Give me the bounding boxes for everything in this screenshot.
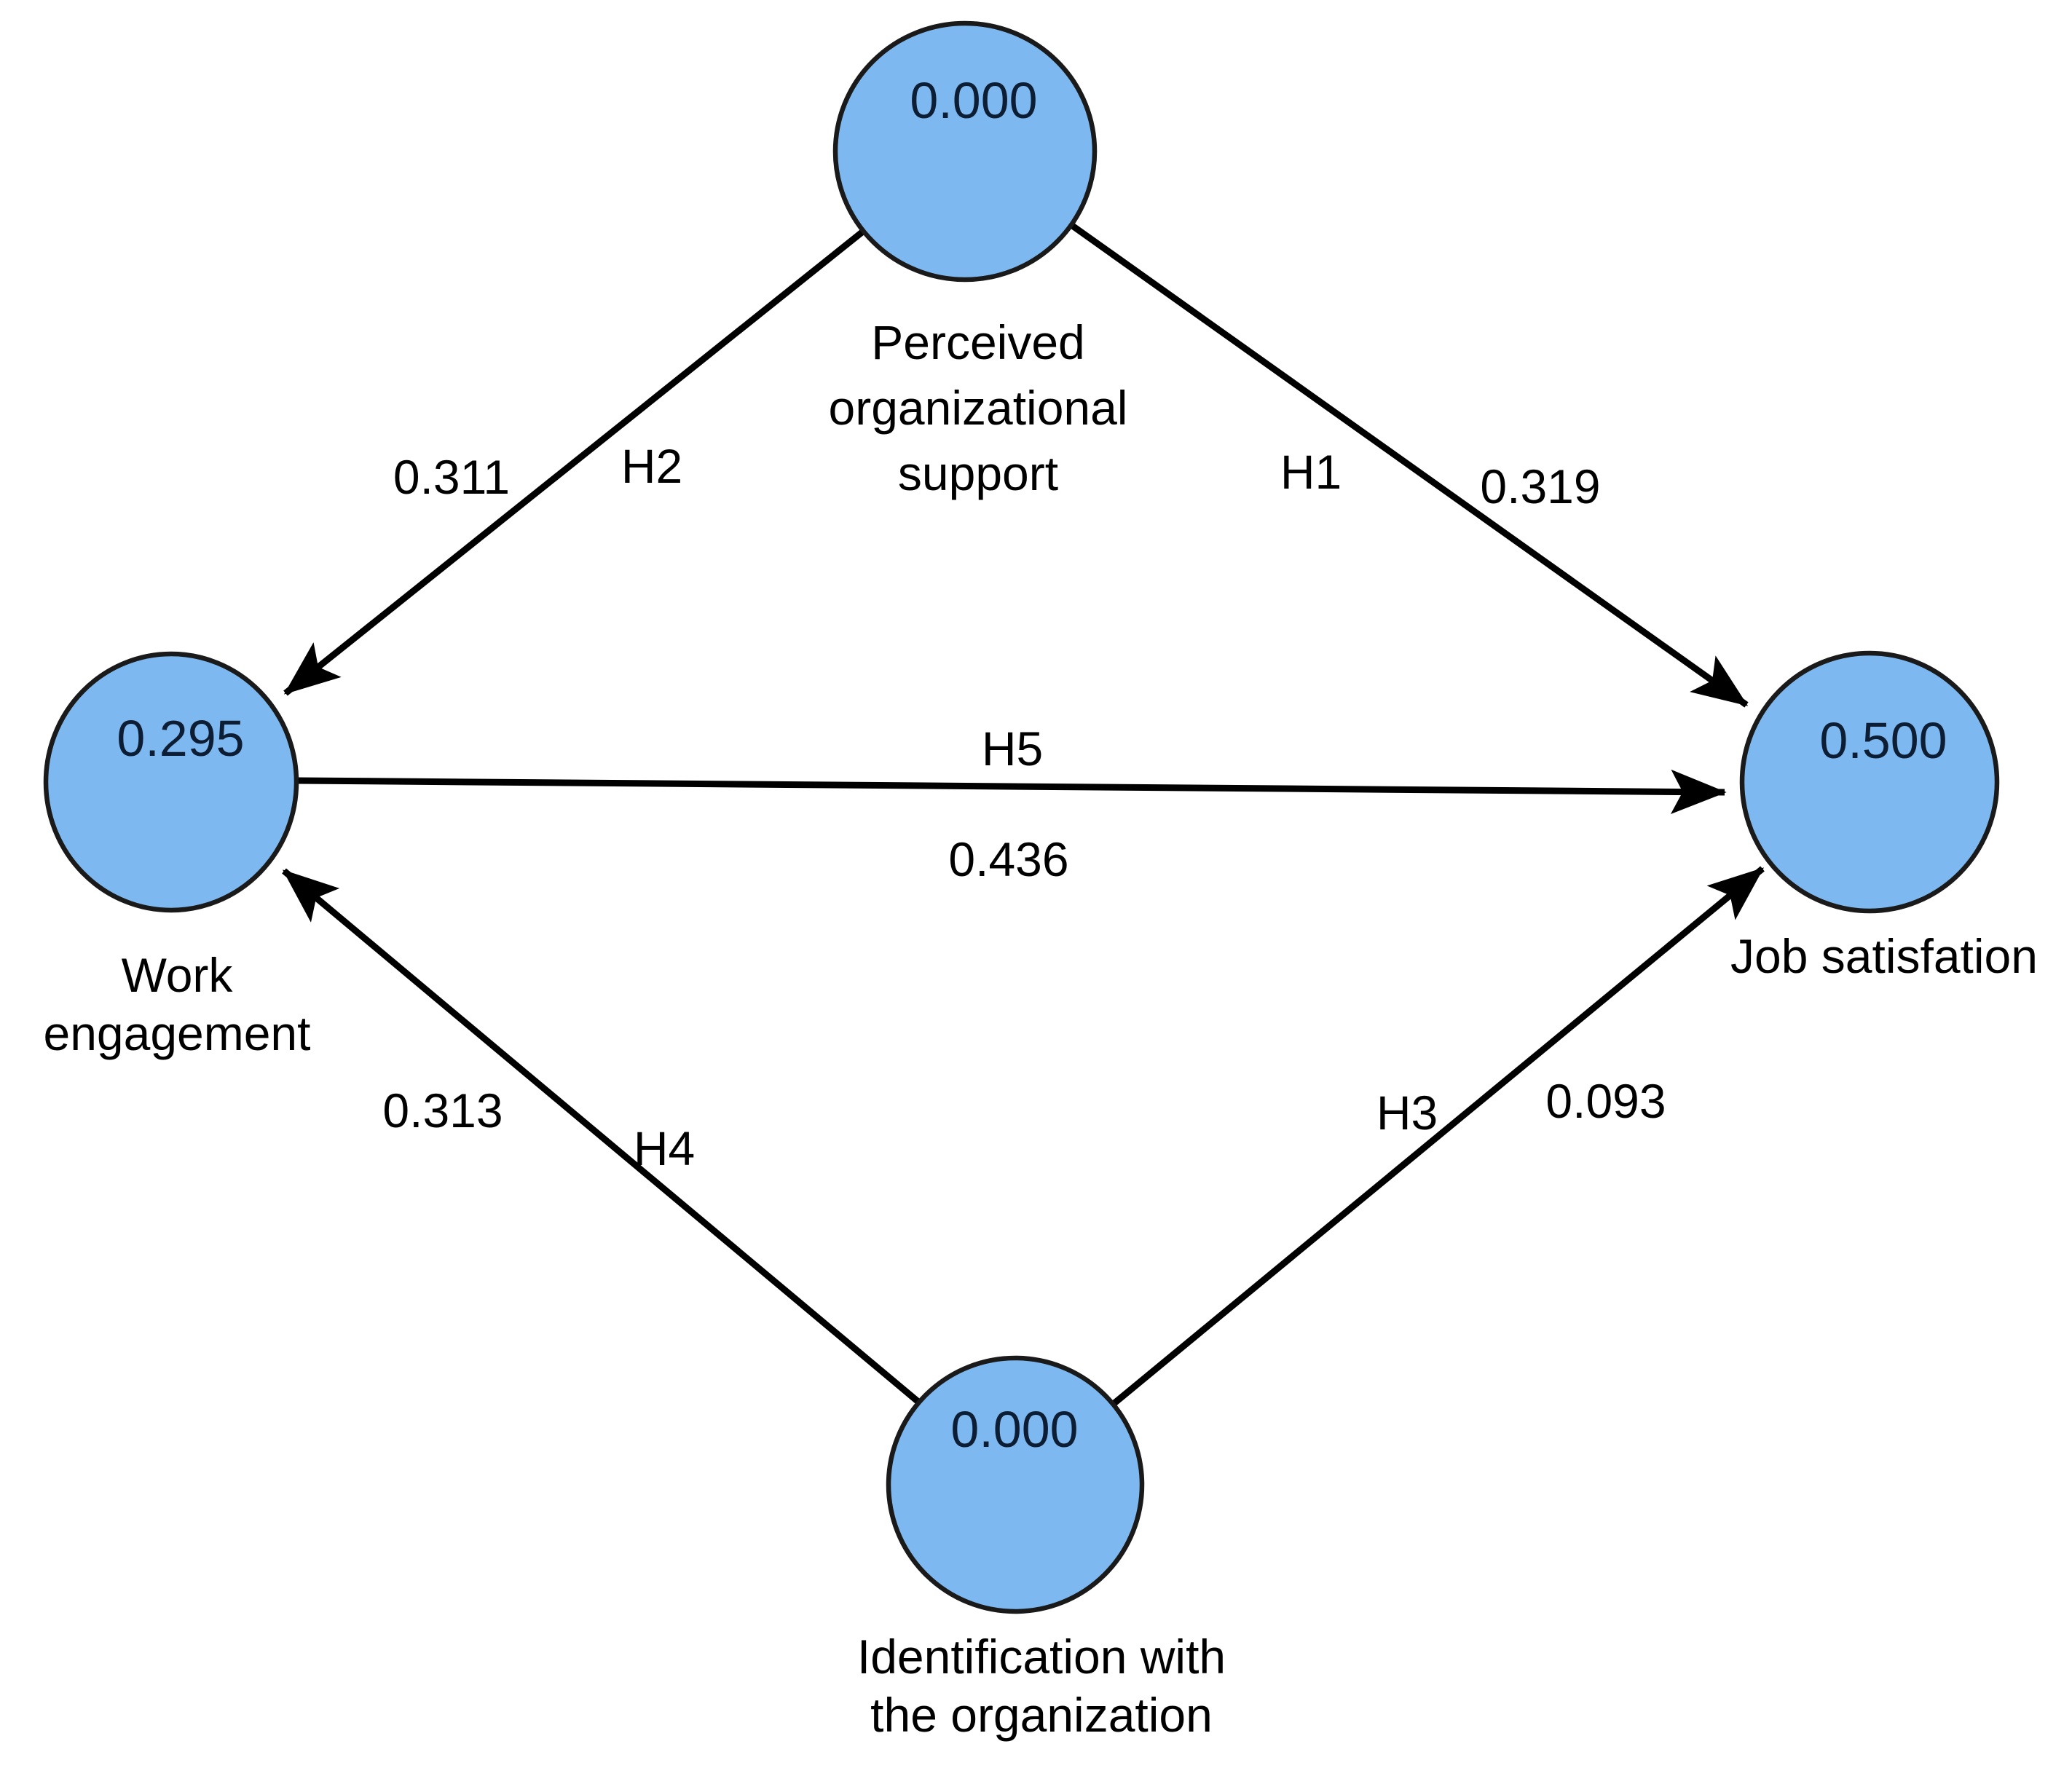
edge-h5-hypothesis-label: H5 (982, 722, 1043, 776)
node-perceived-organizational-support-label-line-3: support (898, 446, 1058, 500)
edge-h1-line (1069, 222, 1749, 708)
edge-h5-line (298, 769, 1727, 814)
node-work-engagement-label-line-1: Work (122, 948, 234, 1002)
edge-h2-coefficient-label: 0.311 (393, 450, 510, 504)
edge-h3-line (1112, 866, 1765, 1406)
edge-h3-hypothesis-label: H3 (1376, 1086, 1438, 1140)
node-identification-with-the-organization-label-line-1: Identification with (857, 1630, 1226, 1684)
node-work-engagement-value: 0.295 (117, 710, 244, 767)
edge-h1-coefficient-label: 0.319 (1480, 459, 1600, 513)
node-job-satisfaction-value: 0.500 (1819, 712, 1947, 769)
node-identification-with-the-organization-ellipse (886, 1355, 1145, 1614)
node-perceived-organizational-support-label-line-1: Perceived (871, 315, 1085, 369)
node-job-satisfaction-ellipse (1739, 650, 2000, 914)
edge-h3-coefficient-label: 0.093 (1545, 1074, 1666, 1128)
node-identification-with-the-organization-label-line-2: the organization (870, 1688, 1213, 1742)
node-work-engagement-label-line-2: engagement (44, 1006, 311, 1060)
node-perceived-organizational-support-value: 0.000 (910, 72, 1037, 129)
edge-h4-line (282, 868, 921, 1405)
node-job-satisfaction-label-line-1: Job satisfation (1730, 929, 2038, 983)
node-perceived-organizational-support-label-line-2: organizational (829, 381, 1128, 435)
edge-h1-hypothesis-label: H1 (1280, 445, 1342, 499)
edge-h5-coefficient-label: 0.436 (948, 832, 1068, 886)
edge-h4-hypothesis-label: H4 (634, 1121, 695, 1175)
edge-h2-hypothesis-label: H2 (621, 439, 682, 493)
edge-h4-coefficient-label: 0.313 (382, 1084, 503, 1137)
edge-h2-line (283, 228, 866, 696)
node-work-engagement-ellipse (43, 651, 299, 913)
node-perceived-organizational-support-ellipse (832, 20, 1098, 283)
node-identification-with-the-organization-value: 0.000 (950, 1401, 1078, 1458)
